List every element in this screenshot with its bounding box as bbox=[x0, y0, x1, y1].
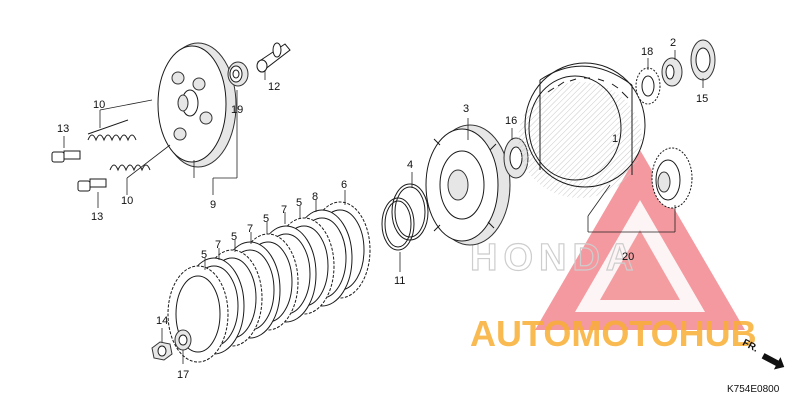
part-label: 9 bbox=[210, 199, 216, 211]
part-label: 5 bbox=[201, 249, 207, 261]
collar bbox=[661, 57, 683, 87]
part-label: 18 bbox=[641, 46, 653, 58]
watermark-brand-text: AUTOMOTOHUB bbox=[470, 313, 757, 354]
part-label: 7 bbox=[281, 204, 287, 216]
part-label: 19 bbox=[231, 104, 243, 116]
spring-seat-ring bbox=[391, 183, 429, 241]
part-label: 20 bbox=[622, 251, 634, 263]
clutch-spring-upper bbox=[87, 119, 137, 142]
judder-spring-ring bbox=[381, 197, 415, 251]
watermark: HONDA AUTOMOTOHUB bbox=[469, 150, 757, 354]
leader-lines bbox=[63, 50, 704, 364]
primary-driven-gear bbox=[651, 147, 693, 209]
clutch-disc-stack bbox=[167, 201, 371, 363]
part-label: 10 bbox=[121, 195, 133, 207]
part-label: 1 bbox=[612, 133, 618, 145]
part-label: 15 bbox=[696, 93, 708, 105]
clutch-outer bbox=[518, 62, 646, 198]
part-number-labels: 1 2 3 4 5 5 5 5 6 7 7 7 8 9 10 10 11 12 … bbox=[57, 37, 708, 381]
needle-bearing bbox=[635, 67, 661, 105]
lifter-rod bbox=[256, 42, 291, 73]
clutch-spring-lower bbox=[109, 164, 151, 172]
part-label: 11 bbox=[394, 275, 405, 287]
diagram-code: K754E0800 bbox=[727, 384, 780, 395]
part-label: 7 bbox=[215, 239, 221, 251]
part-label: 13 bbox=[91, 211, 103, 223]
part-label: 5 bbox=[296, 197, 302, 209]
lock-washer bbox=[174, 329, 192, 351]
watermark-honda-text: HONDA bbox=[470, 237, 639, 279]
part-label: 10 bbox=[93, 99, 105, 111]
part-label: 12 bbox=[268, 81, 280, 93]
lock-nut bbox=[151, 341, 173, 361]
front-direction-arrow: FR. bbox=[740, 337, 785, 370]
part-label: 4 bbox=[407, 159, 413, 171]
part-label: 7 bbox=[247, 223, 253, 235]
part-label: 16 bbox=[505, 115, 517, 127]
bearing bbox=[227, 61, 249, 87]
part-label: 8 bbox=[312, 191, 318, 203]
pressure-plate bbox=[157, 42, 237, 168]
part-label: 2 bbox=[670, 37, 676, 49]
part-label: 14 bbox=[156, 315, 168, 327]
part-label: 17 bbox=[177, 369, 189, 381]
part-label: 3 bbox=[463, 103, 469, 115]
clutch-center bbox=[425, 124, 511, 246]
part-label: 13 bbox=[57, 123, 69, 135]
watermark-triangle-inner bbox=[575, 200, 705, 312]
outer-washer bbox=[690, 39, 716, 81]
part-label: 5 bbox=[231, 231, 237, 243]
part-label: 5 bbox=[263, 213, 269, 225]
bolt-lower bbox=[77, 178, 107, 192]
part-label: 6 bbox=[341, 179, 347, 191]
bolt-upper bbox=[51, 150, 81, 163]
